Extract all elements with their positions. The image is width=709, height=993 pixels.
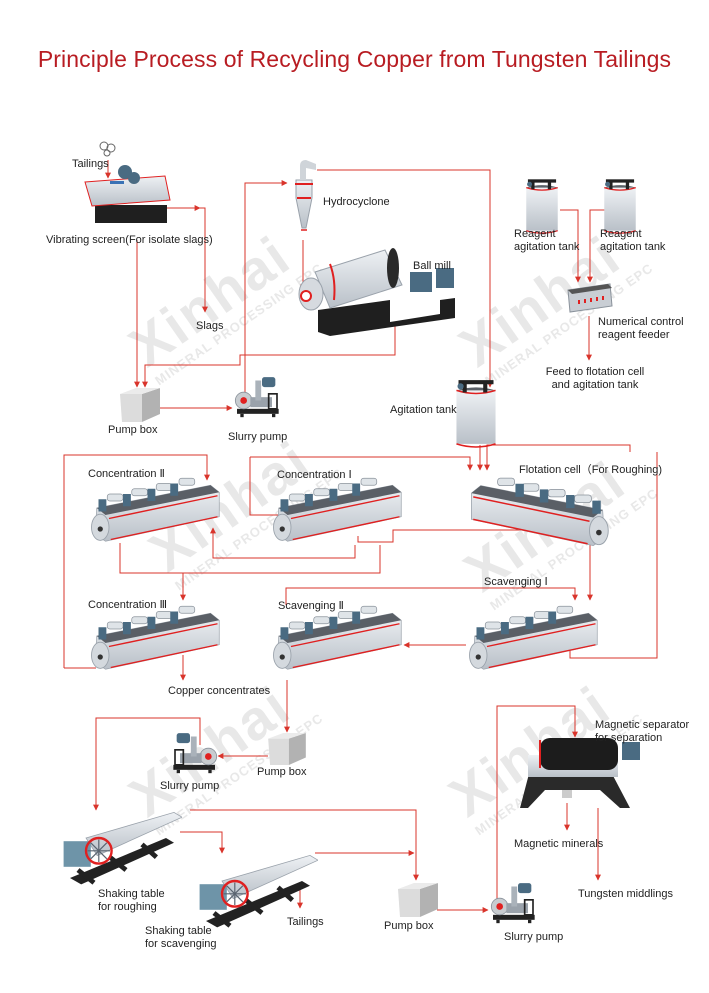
hydrocyclone [295, 160, 316, 231]
concentration-2-label: Concentration Ⅱ [88, 468, 165, 480]
concentration-3-label: Concentration Ⅲ [88, 599, 168, 611]
slurry-pump-3-label: Slurry pump [504, 931, 564, 943]
slags-label: Slags [196, 320, 224, 332]
pump-box [120, 388, 160, 422]
agitation-tank-label: Agitation tank [390, 404, 457, 416]
magnetic-minerals-label: Magnetic minerals [514, 838, 604, 850]
pump-box-3-label: Pump box [384, 920, 434, 932]
slurry-pump [490, 882, 536, 925]
tailings-output-label: Tailings [287, 916, 324, 928]
slurry-pump-2-label: Slurry pump [160, 780, 220, 792]
vibrating-screen-label: Vibrating screen(For isolate slags) [46, 234, 213, 246]
flotation-cell-concentration-2 [90, 477, 220, 542]
scavenging-2-label: Scavenging Ⅱ [278, 600, 344, 612]
tungsten-middlings-label: Tungsten middlings [578, 888, 673, 900]
pump-box-1-label: Pump box [108, 424, 158, 436]
slurry-pump [234, 376, 280, 419]
flow-lines [63, 160, 658, 913]
pump-box-2-label: Pump box [257, 766, 307, 778]
numerical-control-reagent-feeder [567, 283, 613, 313]
tailings-input-label: Tailings [72, 158, 109, 170]
flotation-cell-scavenging-2 [272, 605, 402, 670]
ball-mill-label: Ball mill [413, 260, 451, 272]
slurry-pump-1-label: Slurry pump [228, 431, 288, 443]
flotation-roughing-label: Flotation cell（For Roughing) [519, 464, 663, 476]
hydrocyclone-label: Hydrocyclone [323, 196, 390, 208]
flotation-cell-roughing [470, 477, 610, 547]
diagram-title: Principle Process of Recycling Copper fr… [37, 46, 672, 72]
ball-mill [298, 248, 455, 336]
scavenging-1-label: Scavenging Ⅰ [484, 576, 548, 588]
agitation-tank [455, 379, 497, 448]
flotation-cell-scavenging-1 [468, 605, 598, 670]
flotation-cell-concentration-1 [272, 477, 402, 542]
flotation-cell-concentration-3 [90, 605, 220, 670]
pump-box [268, 733, 306, 765]
magnetic-separator [520, 738, 640, 808]
copper-concentrates-label: Copper concentrates [168, 685, 271, 697]
vibrating-screen [84, 165, 171, 223]
tailings-pile-icon [99, 141, 116, 157]
pump-box [398, 883, 438, 917]
reagent-agitation-tank [525, 178, 559, 234]
reagent-agitation-tank [603, 178, 637, 234]
concentration-1-label: Concentration Ⅰ [277, 469, 352, 481]
shaking-table-roughing [64, 812, 182, 884]
slurry-pump [172, 732, 218, 775]
